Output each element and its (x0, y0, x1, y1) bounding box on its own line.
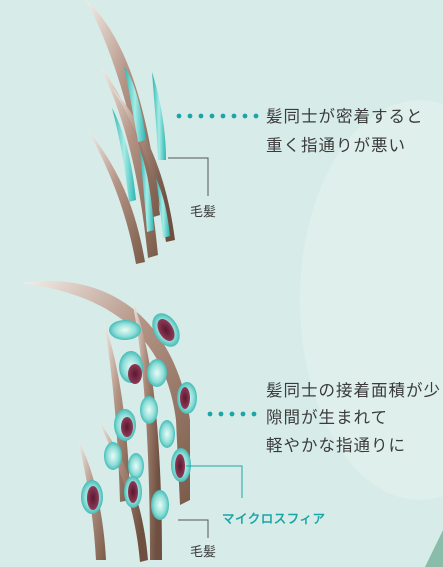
bottom-pointer-dots (207, 411, 257, 417)
bottom-description-line1: 髪同士の接着面積が少 (266, 381, 441, 400)
microspheres (81, 313, 197, 520)
leaf-decoration-icon (425, 530, 443, 567)
bottom-description-line3: 軽やかな指通りに (266, 436, 406, 455)
bottom-description-line2: 隙間が生まれて (266, 408, 389, 427)
microsphere-label: マイクロスフィア (222, 511, 326, 526)
top-hair-leader-line (168, 157, 209, 196)
top-hair-label: 毛髪 (190, 205, 217, 220)
top-description-line1: 髪同士が密着すると (266, 107, 424, 126)
top-pointer-dots (176, 113, 259, 119)
bottom-hair-leader-line (178, 519, 209, 538)
bottom-hair-label: 毛髪 (190, 545, 217, 560)
microsphere-leader-line (186, 465, 243, 498)
top-description-line2: 重く指通りが悪い (266, 136, 406, 155)
top-hair-bundle (86, 0, 175, 264)
